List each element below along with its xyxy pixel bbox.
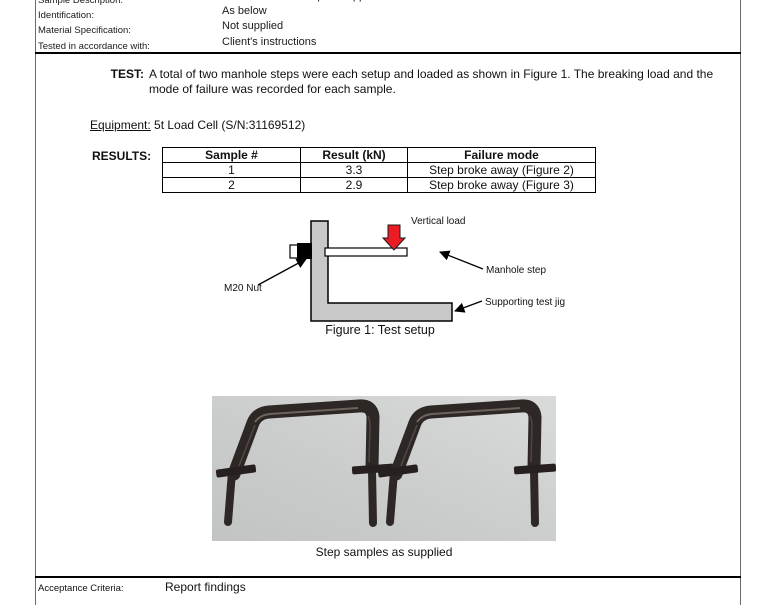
jig-pointer-arrow-icon	[454, 300, 483, 313]
test-description: A total of two manhole steps were each s…	[149, 67, 714, 96]
sample-1-number: 1	[162, 162, 301, 178]
header-section-divider	[35, 52, 741, 54]
material-specification-label: Material Specification:	[38, 25, 131, 36]
acceptance-criteria-label: Acceptance Criteria:	[38, 583, 124, 594]
test-jig-shape	[310, 220, 453, 322]
step-samples-photo	[212, 396, 556, 541]
results-header-sample: Sample #	[162, 147, 301, 163]
step-samples-image	[212, 396, 556, 541]
washer-shape	[289, 244, 299, 259]
results-label: RESULTS:	[92, 149, 152, 163]
header-row-material-specification: Material Specification: Not supplied	[38, 20, 728, 38]
results-table: Sample # Result (kN) Failure mode 1 3.3 …	[162, 147, 596, 193]
table-row: 1 3.3 Step broke away (Figure 2)	[162, 162, 596, 178]
identification-label: Identification:	[38, 10, 94, 21]
header-row-identification: Identification: As below	[38, 5, 728, 23]
results-header-result: Result (kN)	[300, 147, 408, 163]
test-label: TEST:	[110, 67, 144, 81]
m20-nut-shape	[297, 243, 312, 259]
sample-1-result: 3.3	[300, 162, 408, 178]
header-row-sample-description: Sample Description: Plastic manhole step…	[38, 0, 728, 8]
sample-description-value: Plastic manhole step as supplied	[222, 0, 382, 2]
identification-value: As below	[222, 5, 267, 17]
supporting-test-jig-label: Supporting test jig	[485, 297, 565, 308]
sample-2-number: 2	[162, 177, 301, 193]
header-row-tested-in-accordance: Tested in accordance with: Client's inst…	[38, 36, 728, 54]
manhole-step-pointer-arrow-icon	[439, 250, 484, 270]
sample-description-label: Sample Description:	[38, 0, 124, 6]
sample-1-failure-mode: Step broke away (Figure 2)	[407, 162, 596, 178]
manhole-step-shape	[324, 247, 408, 257]
photo-caption: Step samples as supplied	[315, 545, 453, 559]
vertical-load-arrow-icon	[381, 224, 407, 251]
table-row: 2 2.9 Step broke away (Figure 3)	[162, 177, 596, 193]
acceptance-criteria-value: Report findings	[165, 580, 246, 594]
m20-nut-pointer-arrow-icon	[257, 258, 307, 286]
results-header-failure: Failure mode	[407, 147, 596, 163]
manhole-step-label: Manhole step	[486, 265, 546, 276]
m20-nut-label: M20 Nut	[224, 283, 262, 294]
figure1-caption: Figure 1: Test setup	[325, 323, 435, 337]
figure1-diagram: Vertical load Manhole step M20 Nut Suppo…	[224, 216, 565, 322]
results-header-row: Sample # Result (kN) Failure mode	[162, 147, 596, 163]
equipment-label: Equipment:	[90, 118, 151, 132]
vertical-load-label: Vertical load	[411, 216, 465, 227]
tested-in-accordance-value: Client's instructions	[222, 36, 317, 48]
equipment-line: Equipment: 5t Load Cell (S/N:31169512)	[90, 118, 305, 132]
page-left-border	[35, 0, 36, 605]
tested-in-accordance-label: Tested in accordance with:	[38, 41, 150, 52]
sample-2-failure-mode: Step broke away (Figure 3)	[407, 177, 596, 193]
sample-2-result: 2.9	[300, 177, 408, 193]
material-specification-value: Not supplied	[222, 20, 284, 32]
equipment-value: 5t Load Cell (S/N:31169512)	[150, 118, 306, 132]
page-right-border	[740, 0, 741, 605]
footer-section-divider	[35, 576, 741, 578]
test-block: TEST: A total of two manhole steps were …	[60, 67, 735, 97]
